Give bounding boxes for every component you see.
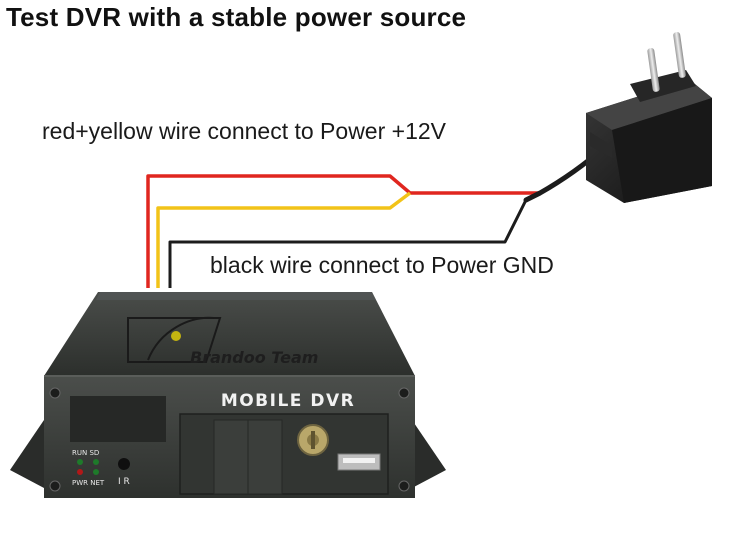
brand-name: Brandoo Team [190,348,318,367]
led-sd [93,459,99,465]
power-adapter [586,32,712,203]
ir-sensor [118,458,130,470]
plug-pin [673,32,686,78]
screw [398,387,410,399]
dvr-top [44,292,415,376]
led-run [77,459,83,465]
led-pwr [77,469,83,475]
power-wire-label: red+yellow wire connect to Power +12V [42,118,446,144]
red-wire [146,174,540,288]
screw [398,480,410,492]
mount-bracket-left [10,420,44,488]
diagram-title: Test DVR with a stable power source [6,2,467,32]
screw [49,387,61,399]
mobile-dvr: Brandoo Team RUN SD PWR NET I R MOBILE D… [10,292,446,498]
mount-bracket-right [412,420,446,488]
ir-label: I R [118,477,130,487]
led-net [93,469,99,475]
screw [49,480,61,492]
led-label-bottom: PWR NET [72,479,105,487]
yellow-wire [156,191,412,288]
brand-logo [127,317,222,363]
display-window [70,396,166,442]
dvr-front-label: MOBILE DVR [221,391,355,411]
plug-pin [647,48,660,92]
black-wire [168,199,528,288]
led-label-top: RUN SD [72,449,99,457]
ground-wire-label: black wire connect to Power GND [210,252,554,278]
